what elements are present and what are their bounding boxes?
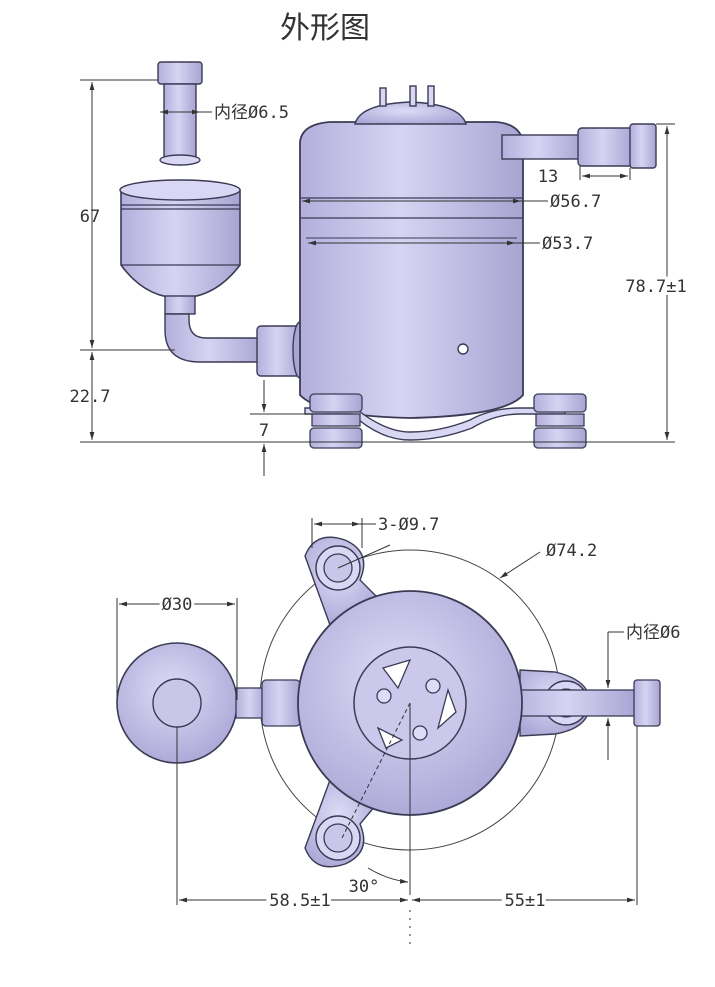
dim-mount-circle: Ø74.2 [546, 541, 597, 561]
side-view: 67 22.7 内径Ø6.5 Ø56.7 Ø53.7 13 78.7±1 7 [70, 61, 690, 476]
dim-left-offset: 58.5±1 [269, 891, 330, 911]
dim-pipe-length: 13 [538, 167, 558, 187]
left-foot [309, 393, 363, 449]
compressor-shell [299, 121, 524, 419]
dim-shell-outer-diameter: Ø56.7 [550, 192, 601, 212]
dim-right-offset: 55±1 [505, 891, 546, 911]
dim-total-height: 78.7±1 [625, 277, 686, 297]
dim-shell-inner-diameter: Ø53.7 [542, 234, 593, 254]
dim-inlet-height: 22.7 [70, 387, 111, 407]
dim-foot-height: 7 [259, 421, 269, 441]
right-foot [533, 393, 587, 449]
suction-elbow-pipe [164, 313, 263, 363]
dim-inlet-inner-diameter: 内径Ø6.5 [214, 103, 289, 123]
outlet-pipe [509, 689, 637, 717]
shell-port-hole [457, 343, 469, 355]
discharge-pipe [501, 134, 583, 160]
top-view: 3-Ø9.7 Ø74.2 Ø30 内径Ø6 30° 58.5±1 55±1 [116, 515, 680, 950]
dim-accumulator-height: 67 [80, 207, 100, 227]
dim-accumulator-diameter: Ø30 [162, 595, 193, 615]
dim-foot-hole: 3-Ø9.7 [378, 515, 439, 535]
dim-outlet-inner-diameter: 内径Ø6 [626, 623, 680, 643]
drawing-title: 外形图 [280, 11, 370, 46]
dim-angle: 30° [349, 877, 380, 897]
accumulator-inlet-pipe [157, 61, 203, 85]
